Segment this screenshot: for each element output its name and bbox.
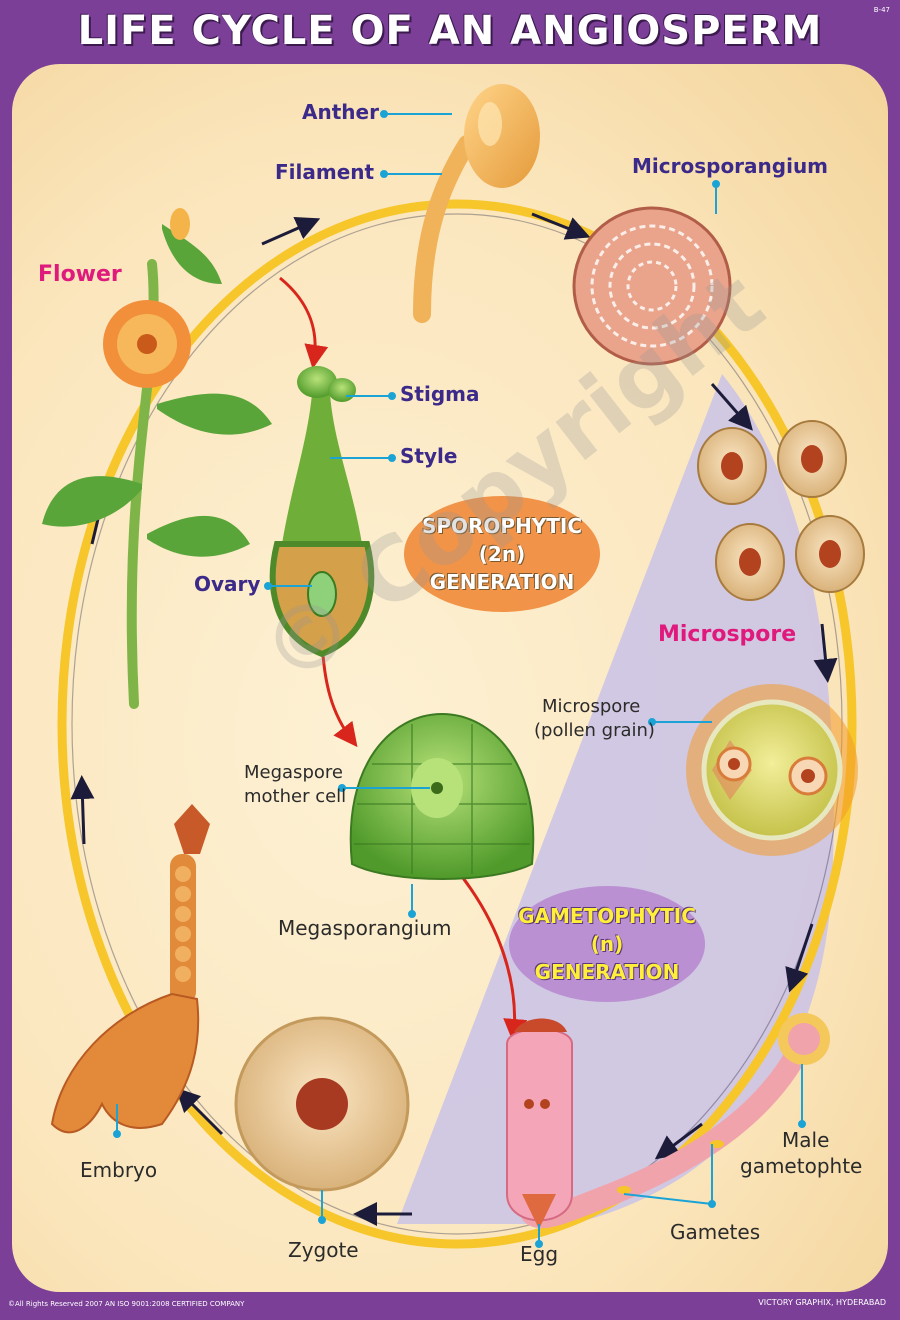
label-male-gametophyte-1: Male	[782, 1128, 830, 1152]
label-microspore-pollen-2: (pollen grain)	[534, 720, 655, 741]
gametophytic-line-2: (n)	[590, 932, 624, 956]
gametophytic-generation-label: GAMETOPHYTIC (n) GENERATION	[509, 902, 705, 986]
life-cycle-diagram	[42, 84, 865, 1249]
label-style: Style	[400, 444, 458, 468]
label-megaspore-mother-2: mother cell	[244, 786, 347, 807]
leader-lines	[113, 110, 806, 1248]
microsporangium-illustration	[572, 206, 732, 366]
chart-code: B-47	[873, 6, 890, 14]
sporophytic-line-3: GENERATION	[429, 570, 575, 594]
label-megaspore-mother-1: Megaspore	[244, 762, 343, 783]
label-ovary: Ovary	[194, 572, 261, 596]
pollen-grain-illustration	[686, 684, 858, 856]
egg-illustration	[506, 1018, 573, 1229]
page-title: LIFE CYCLE OF AN ANGIOSPERM	[77, 8, 823, 54]
sporophytic-line-1: SPOROPHYTIC	[421, 514, 583, 538]
label-gametes: Gametes	[670, 1220, 761, 1244]
label-microspore: Microspore	[658, 622, 797, 647]
footer-publisher: VICTORY GRAPHIX, HYDERABAD	[758, 1298, 886, 1307]
embryo-illustration	[50, 804, 210, 1134]
generation-badges	[404, 496, 705, 1002]
gametophytic-line-3: GENERATION	[534, 960, 680, 984]
label-zygote: Zygote	[288, 1238, 359, 1262]
sporophytic-generation-label: SPOROPHYTIC (2n) GENERATION	[404, 512, 600, 596]
label-anther: Anther	[302, 100, 379, 124]
label-flower: Flower	[38, 262, 122, 287]
footer-copyright: ©All Rights Reserved 2007 AN ISO 9001:20…	[8, 1300, 245, 1308]
anther-filament-illustration	[413, 84, 540, 323]
label-egg: Egg	[520, 1242, 559, 1266]
label-embryo: Embryo	[80, 1158, 158, 1182]
microspore-tetrad-illustration	[697, 420, 865, 601]
flowering-plant-illustration	[42, 208, 272, 709]
gametophytic-line-1: GAMETOPHYTIC	[518, 904, 696, 928]
label-microsporangium: Microsporangium	[632, 154, 829, 178]
megasporangium-illustration	[349, 712, 535, 880]
sporophytic-line-2: (2n)	[478, 542, 526, 566]
zygote-illustration	[234, 1016, 410, 1192]
label-male-gametophyte-2: gametophte	[740, 1154, 863, 1178]
cycle-ring	[57, 199, 857, 1249]
label-filament: Filament	[275, 160, 375, 184]
diagram-panel: Anther Filament Microsporangium Flower S…	[12, 64, 888, 1292]
label-megasporangium: Megasporangium	[278, 916, 452, 940]
pistil-illustration	[269, 366, 375, 658]
label-stigma: Stigma	[400, 382, 480, 406]
label-microspore-pollen-1: Microspore	[542, 696, 641, 717]
